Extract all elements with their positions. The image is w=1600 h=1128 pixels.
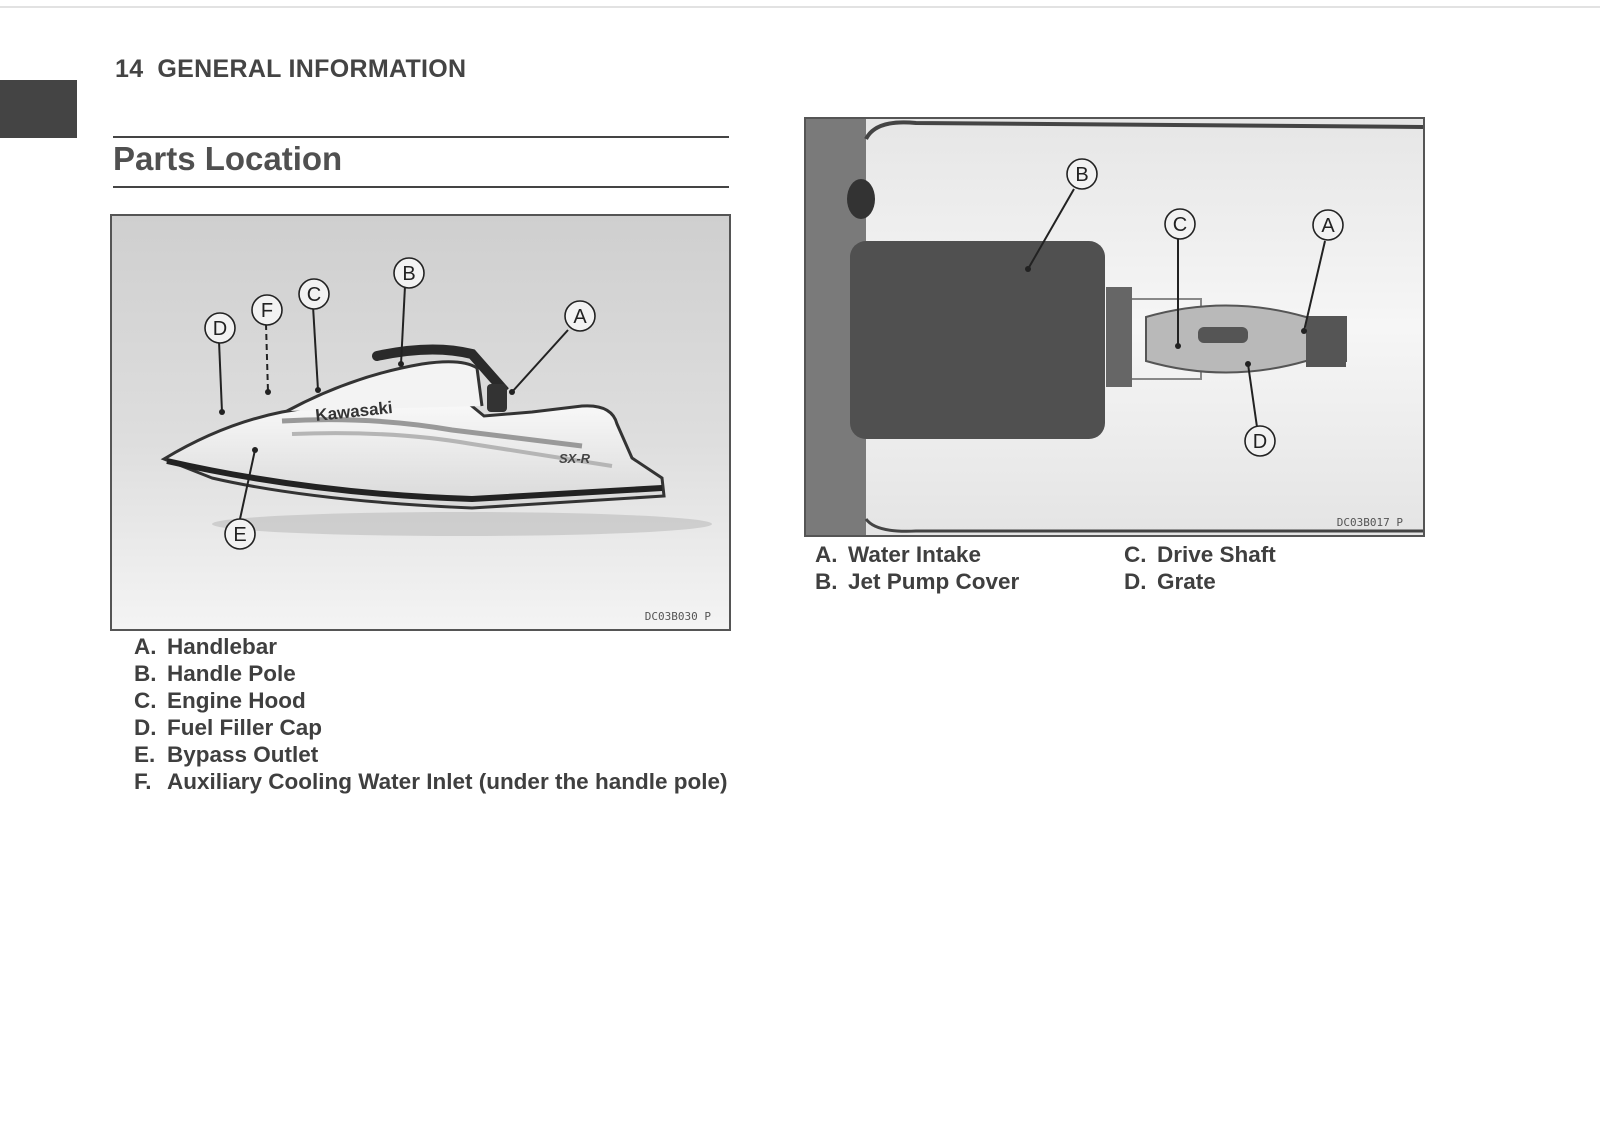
callouts: A B C D E F [204, 257, 596, 550]
callout-d: D [213, 318, 227, 340]
pump-flange [1106, 287, 1132, 387]
hull-bottom-edge [864, 518, 1423, 533]
bumper [847, 179, 875, 219]
pump-view-photo: A B C D [806, 119, 1423, 535]
side-view-photo: Kawasaki SX-R A B C D E F [112, 216, 729, 629]
hull-gunwale [166, 458, 663, 503]
leader-dots [1025, 266, 1307, 367]
hull-stripe-2 [291, 431, 613, 468]
figure-side-view: Kawasaki SX-R A B C D E F [110, 214, 731, 631]
callout-a: A [573, 306, 587, 328]
callout-c: C [307, 284, 321, 306]
legend-item: E.Bypass Outlet [134, 742, 319, 767]
engine-hood [286, 360, 484, 413]
legend-item: D.Fuel Filler Cap [134, 715, 323, 740]
leader-lines [1027, 188, 1326, 428]
leader-lines [218, 285, 569, 520]
handle-pole [372, 344, 509, 403]
legend-item: A.Water Intake [815, 542, 981, 567]
legend-item: A.Handlebar [134, 634, 278, 659]
jet-pump-cover [850, 241, 1105, 439]
callout-f: F [261, 300, 273, 322]
water-intake [1306, 317, 1346, 367]
legend-item: F.Auxiliary Cooling Water Inlet (under t… [134, 769, 728, 794]
legend-item: B.Jet Pump Cover [815, 569, 1020, 594]
section-tab-marker [0, 80, 77, 138]
hull [160, 394, 666, 510]
callout-d: D [1253, 431, 1267, 453]
handlebar [487, 384, 507, 412]
callout-e: E [233, 524, 246, 546]
legend-side-view: A.Handlebar B.Handle Pole C.Engine Hood … [134, 633, 734, 795]
figure-code: DC03B030 P [644, 610, 711, 623]
callout-b: B [1075, 164, 1088, 186]
callout-b: B [402, 263, 415, 285]
callout-c: C [1173, 214, 1187, 236]
legend-item: D.Grate [1124, 569, 1216, 594]
figure-code: DC03B017 P [1336, 516, 1403, 529]
shadow [212, 512, 712, 536]
legend-item: C.Drive Shaft [1124, 542, 1276, 567]
callouts: A B C D [1066, 158, 1344, 457]
top-edge-line [0, 6, 1600, 8]
hull-top-edge [864, 120, 1423, 141]
model-badge: SX-R [559, 451, 591, 466]
legend-item: B.Handle Pole [134, 661, 296, 686]
leader-dots [219, 361, 515, 453]
section-name: GENERAL INFORMATION [157, 55, 467, 83]
title-rule-bottom [113, 186, 729, 188]
callout-a: A [1321, 215, 1335, 237]
hull-stripe [281, 417, 583, 449]
section-title: Parts Location [113, 140, 343, 177]
drive-shaft [1198, 327, 1248, 343]
figure-pump-view: A B C D DC03B017 P [804, 117, 1425, 537]
legend-item: C.Engine Hood [134, 688, 306, 713]
title-rule-top [113, 136, 729, 138]
legend-pump-col1: A.Water Intake B.Jet Pump Cover [815, 541, 1019, 595]
legend-pump-col2: C.Drive Shaft D.Grate [1124, 541, 1276, 595]
page-header: 14 GENERAL INFORMATION [115, 55, 466, 84]
page-number: 14 [115, 55, 144, 83]
